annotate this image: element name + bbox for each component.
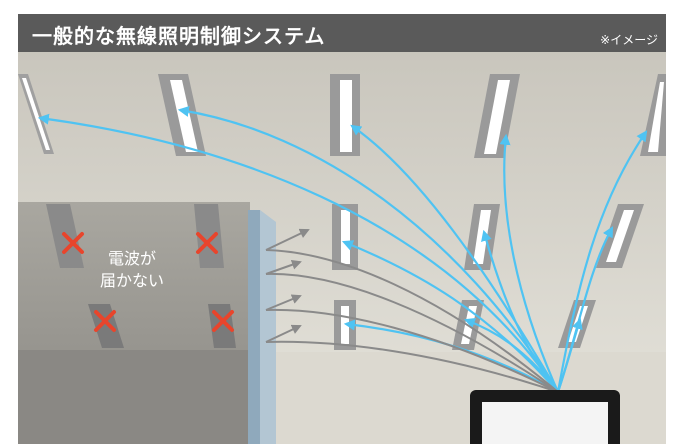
signal-line — [177, 105, 559, 393]
signal-line — [350, 124, 559, 393]
blocked-x-icon — [212, 310, 234, 332]
blocked-marks — [62, 232, 234, 332]
arrow-icon — [265, 294, 302, 311]
signal-line — [556, 130, 648, 393]
signal-line — [481, 229, 559, 393]
office-scene — [18, 52, 666, 444]
blocked-x-icon — [196, 232, 218, 254]
signals-reached — [37, 105, 648, 393]
signal-line — [265, 249, 559, 393]
signal-line — [265, 308, 559, 393]
header-bar: 一般的な無線照明制御システム ※イメージ — [18, 14, 666, 52]
signals-blocked — [265, 228, 559, 393]
signal-line — [341, 240, 559, 393]
diagram-title: 一般的な無線照明制御システム — [32, 24, 326, 48]
partition-wall — [248, 210, 260, 444]
blocked-x-icon — [94, 310, 116, 332]
walled-room-lower — [18, 350, 250, 444]
partition-wall-side — [260, 210, 276, 444]
signal-line — [265, 272, 559, 393]
signal-line — [556, 317, 583, 393]
signal-line — [499, 133, 560, 393]
blocked-label: 電波が 届かない — [100, 248, 164, 292]
arrow-icon — [265, 324, 302, 343]
arrow-icon — [265, 259, 302, 275]
blocked-label-line-1: 電波が — [108, 249, 157, 268]
image-note: ※イメージ — [600, 33, 658, 47]
signal-line — [37, 113, 559, 393]
signal-line — [265, 340, 559, 393]
signal-line — [463, 317, 559, 393]
tablet-controller-icon — [470, 390, 620, 444]
blocked-label-line-2: 届かない — [100, 271, 165, 290]
blocked-x-icon — [62, 232, 84, 254]
arrow-icon — [265, 228, 310, 251]
